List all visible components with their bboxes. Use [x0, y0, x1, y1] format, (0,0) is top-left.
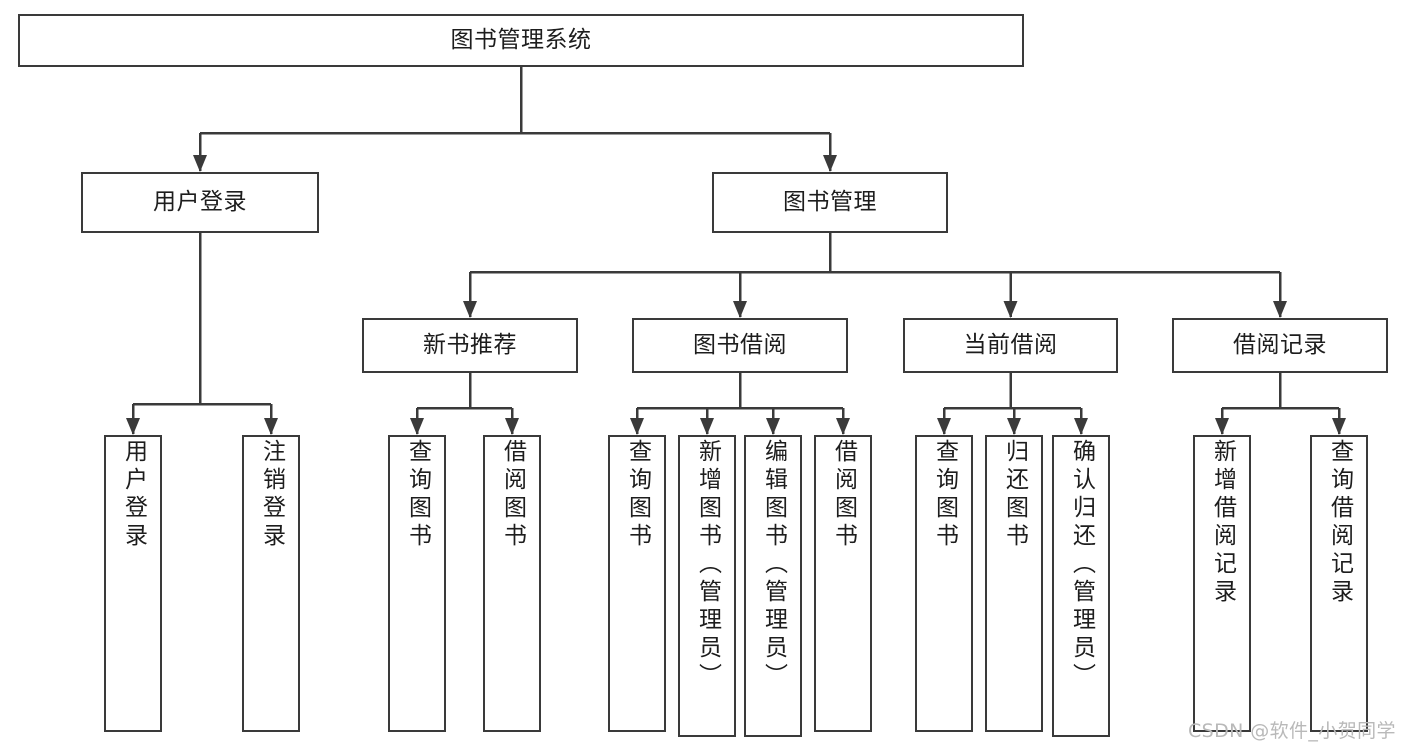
node-book-manage[interactable]: 图书管理 — [712, 172, 948, 233]
node-label: 借阅图书 — [830, 439, 857, 551]
node-leaf-return-book[interactable]: 归还图书 — [985, 435, 1043, 732]
node-label: 确认归还（管理员） — [1068, 439, 1095, 691]
arrowhead-icon — [836, 418, 850, 435]
node-leaf-borrow-book[interactable]: 借阅图书 — [814, 435, 872, 732]
node-leaf-user-login[interactable]: 用户登录 — [104, 435, 162, 732]
arrowhead-icon — [505, 418, 519, 435]
node-label: 用户登录 — [153, 189, 247, 216]
arrowhead-icon — [1074, 418, 1088, 435]
node-label: 查询借阅记录 — [1326, 439, 1353, 607]
node-leaf-query-record[interactable]: 查询借阅记录 — [1310, 435, 1368, 732]
node-leaf-add-record[interactable]: 新增借阅记录 — [1193, 435, 1251, 732]
node-label: 归还图书 — [1001, 439, 1028, 551]
node-label: 查询图书 — [624, 439, 651, 551]
arrowhead-icon — [937, 418, 951, 435]
node-book-borrow[interactable]: 图书借阅 — [632, 318, 848, 373]
arrowhead-icon — [193, 155, 207, 172]
node-new-book-rec[interactable]: 新书推荐 — [362, 318, 578, 373]
arrowhead-icon — [1332, 418, 1346, 435]
node-label: 新书推荐 — [423, 332, 517, 359]
arrowhead-icon — [1215, 418, 1229, 435]
arrowhead-icon — [463, 301, 477, 318]
node-label: 新增借阅记录 — [1209, 439, 1236, 607]
node-leaf-confirm-return[interactable]: 确认归还（管理员） — [1052, 435, 1110, 737]
node-label: 当前借阅 — [963, 332, 1058, 359]
arrowhead-icon — [410, 418, 424, 435]
node-current-borrow[interactable]: 当前借阅 — [903, 318, 1118, 373]
node-leaf-logout[interactable]: 注销登录 — [242, 435, 300, 732]
node-borrow-record[interactable]: 借阅记录 — [1172, 318, 1388, 373]
node-label: 图书管理 — [783, 189, 877, 216]
node-leaf-add-book[interactable]: 新增图书（管理员） — [678, 435, 736, 737]
arrowhead-icon — [1003, 301, 1018, 318]
node-label: 注销登录 — [258, 439, 285, 551]
node-user-login[interactable]: 用户登录 — [81, 172, 319, 233]
node-leaf-query-current[interactable]: 查询图书 — [915, 435, 973, 732]
arrowhead-icon — [630, 418, 644, 435]
arrowhead-icon — [1007, 418, 1021, 435]
node-leaf-borrow-book-rec[interactable]: 借阅图书 — [483, 435, 541, 732]
arrowhead-icon — [126, 418, 140, 435]
arrowhead-icon — [1273, 301, 1287, 318]
node-leaf-edit-book[interactable]: 编辑图书（管理员） — [744, 435, 802, 737]
node-label: 编辑图书（管理员） — [760, 439, 787, 691]
node-label: 图书管理系统 — [450, 27, 592, 54]
node-label: 查询图书 — [404, 439, 431, 551]
node-label: 新增图书（管理员） — [694, 439, 721, 691]
node-label: 用户登录 — [120, 439, 147, 551]
node-root[interactable]: 图书管理系统 — [18, 14, 1024, 67]
arrowhead-icon — [264, 418, 278, 435]
arrowhead-icon — [700, 418, 714, 435]
arrowhead-icon — [823, 155, 837, 172]
node-label: 借阅图书 — [499, 439, 526, 551]
node-leaf-query-book[interactable]: 查询图书 — [608, 435, 666, 732]
node-leaf-query-book-rec[interactable]: 查询图书 — [388, 435, 446, 732]
watermark: CSDN @软件_小贺同学 — [1188, 720, 1396, 742]
node-label: 查询图书 — [931, 439, 958, 551]
arrowhead-icon — [766, 418, 780, 435]
arrowhead-icon — [733, 301, 747, 318]
node-label: 图书借阅 — [693, 332, 787, 359]
node-label: 借阅记录 — [1233, 332, 1327, 359]
